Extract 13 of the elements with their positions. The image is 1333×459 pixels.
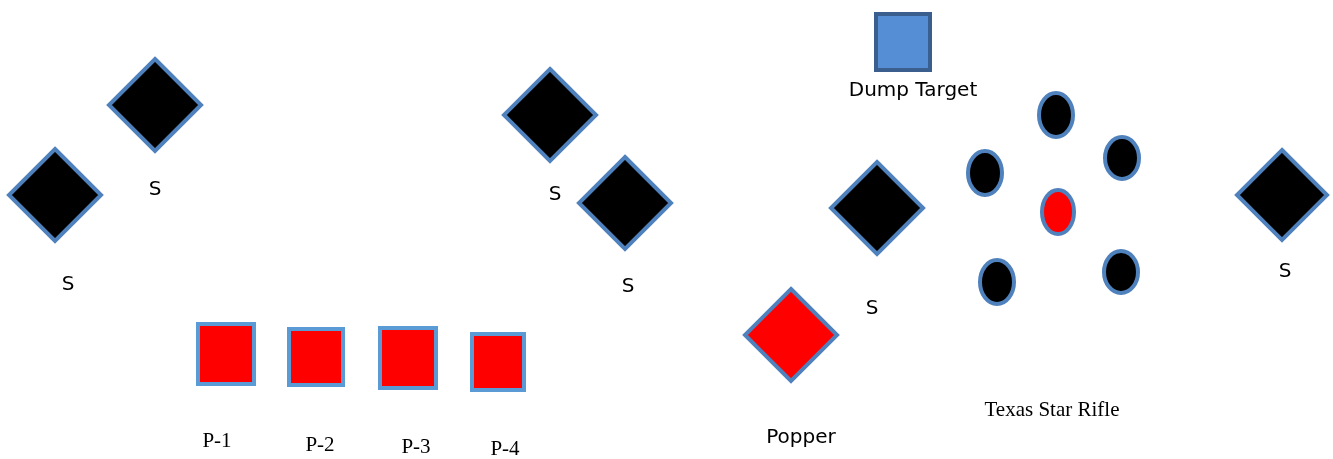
target-label: P-1 xyxy=(202,427,232,453)
shooter-position-label: S xyxy=(61,271,75,295)
target-label: P-4 xyxy=(490,435,520,459)
shooter-position-label: S xyxy=(148,176,162,200)
shooter-position-label: S xyxy=(548,181,562,205)
shooter-position-label: S xyxy=(621,273,635,297)
target-label: P-3 xyxy=(401,433,431,459)
shooter-position-label: S xyxy=(1278,258,1292,282)
target-label: Popper xyxy=(766,424,836,448)
target-label: Texas Star Rifle xyxy=(983,397,1121,423)
shooter-position-label: S xyxy=(865,295,879,319)
target-label: Dump Target xyxy=(848,77,978,101)
target-label: P-2 xyxy=(305,431,335,457)
